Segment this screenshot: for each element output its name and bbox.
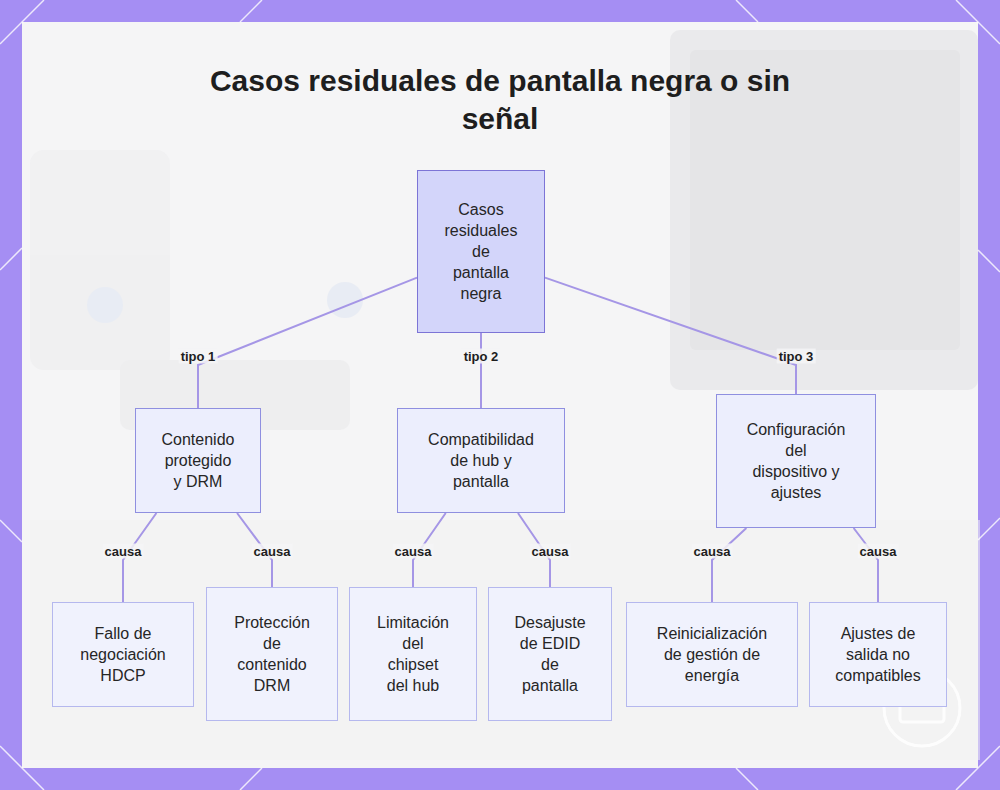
cause-box: Limitación del chipset del hub xyxy=(349,587,477,721)
connector-line xyxy=(198,278,417,408)
edge-label: causa xyxy=(103,544,144,559)
blurred-photo xyxy=(30,30,980,760)
connector-line xyxy=(712,528,746,602)
node-label: Casos residuales de pantalla negra xyxy=(443,199,519,304)
connector-line xyxy=(854,528,878,602)
root-box: Casos residuales de pantalla negra xyxy=(417,170,545,333)
node-label: Compatibilidad de hub y pantalla xyxy=(423,429,539,492)
cause-box: Protección de contenido DRM xyxy=(206,587,338,721)
diagram-title: Casos residuales de pantalla negra o sin… xyxy=(180,62,820,138)
edge-label: causa xyxy=(858,544,899,559)
edge-label: causa xyxy=(393,544,434,559)
category-box: Configuración del dispositivo y ajustes xyxy=(716,394,876,528)
cause-box: Ajustes de salida no compatibles xyxy=(809,602,947,707)
cause-box: Desajuste de EDID de pantalla xyxy=(488,587,612,721)
node-label: Fallo de negociación HDCP xyxy=(75,623,171,686)
node-label: Contenido protegido y DRM xyxy=(160,429,236,492)
edge-label: causa xyxy=(692,544,733,559)
node-label: Reinicialización de gestión de energía xyxy=(647,623,777,686)
edge-label: tipo 3 xyxy=(777,349,816,364)
edge-label: causa xyxy=(252,544,293,559)
edge-label: tipo 2 xyxy=(462,349,501,364)
node-label: Ajustes de salida no compatibles xyxy=(828,623,928,686)
node-label: Desajuste de EDID de pantalla xyxy=(513,612,587,696)
node-label: Limitación del chipset del hub xyxy=(376,612,450,696)
category-box: Compatibilidad de hub y pantalla xyxy=(397,408,565,513)
node-label: Protección de contenido DRM xyxy=(232,612,312,696)
node-label: Configuración del dispositivo y ajustes xyxy=(746,419,846,503)
connector-line xyxy=(545,278,796,394)
cause-box: Reinicialización de gestión de energía xyxy=(626,602,798,707)
category-box: Contenido protegido y DRM xyxy=(135,408,261,513)
edge-label: causa xyxy=(530,544,571,559)
cause-box: Fallo de negociación HDCP xyxy=(52,602,194,707)
edge-label: tipo 1 xyxy=(179,349,218,364)
connector-line xyxy=(480,333,482,408)
